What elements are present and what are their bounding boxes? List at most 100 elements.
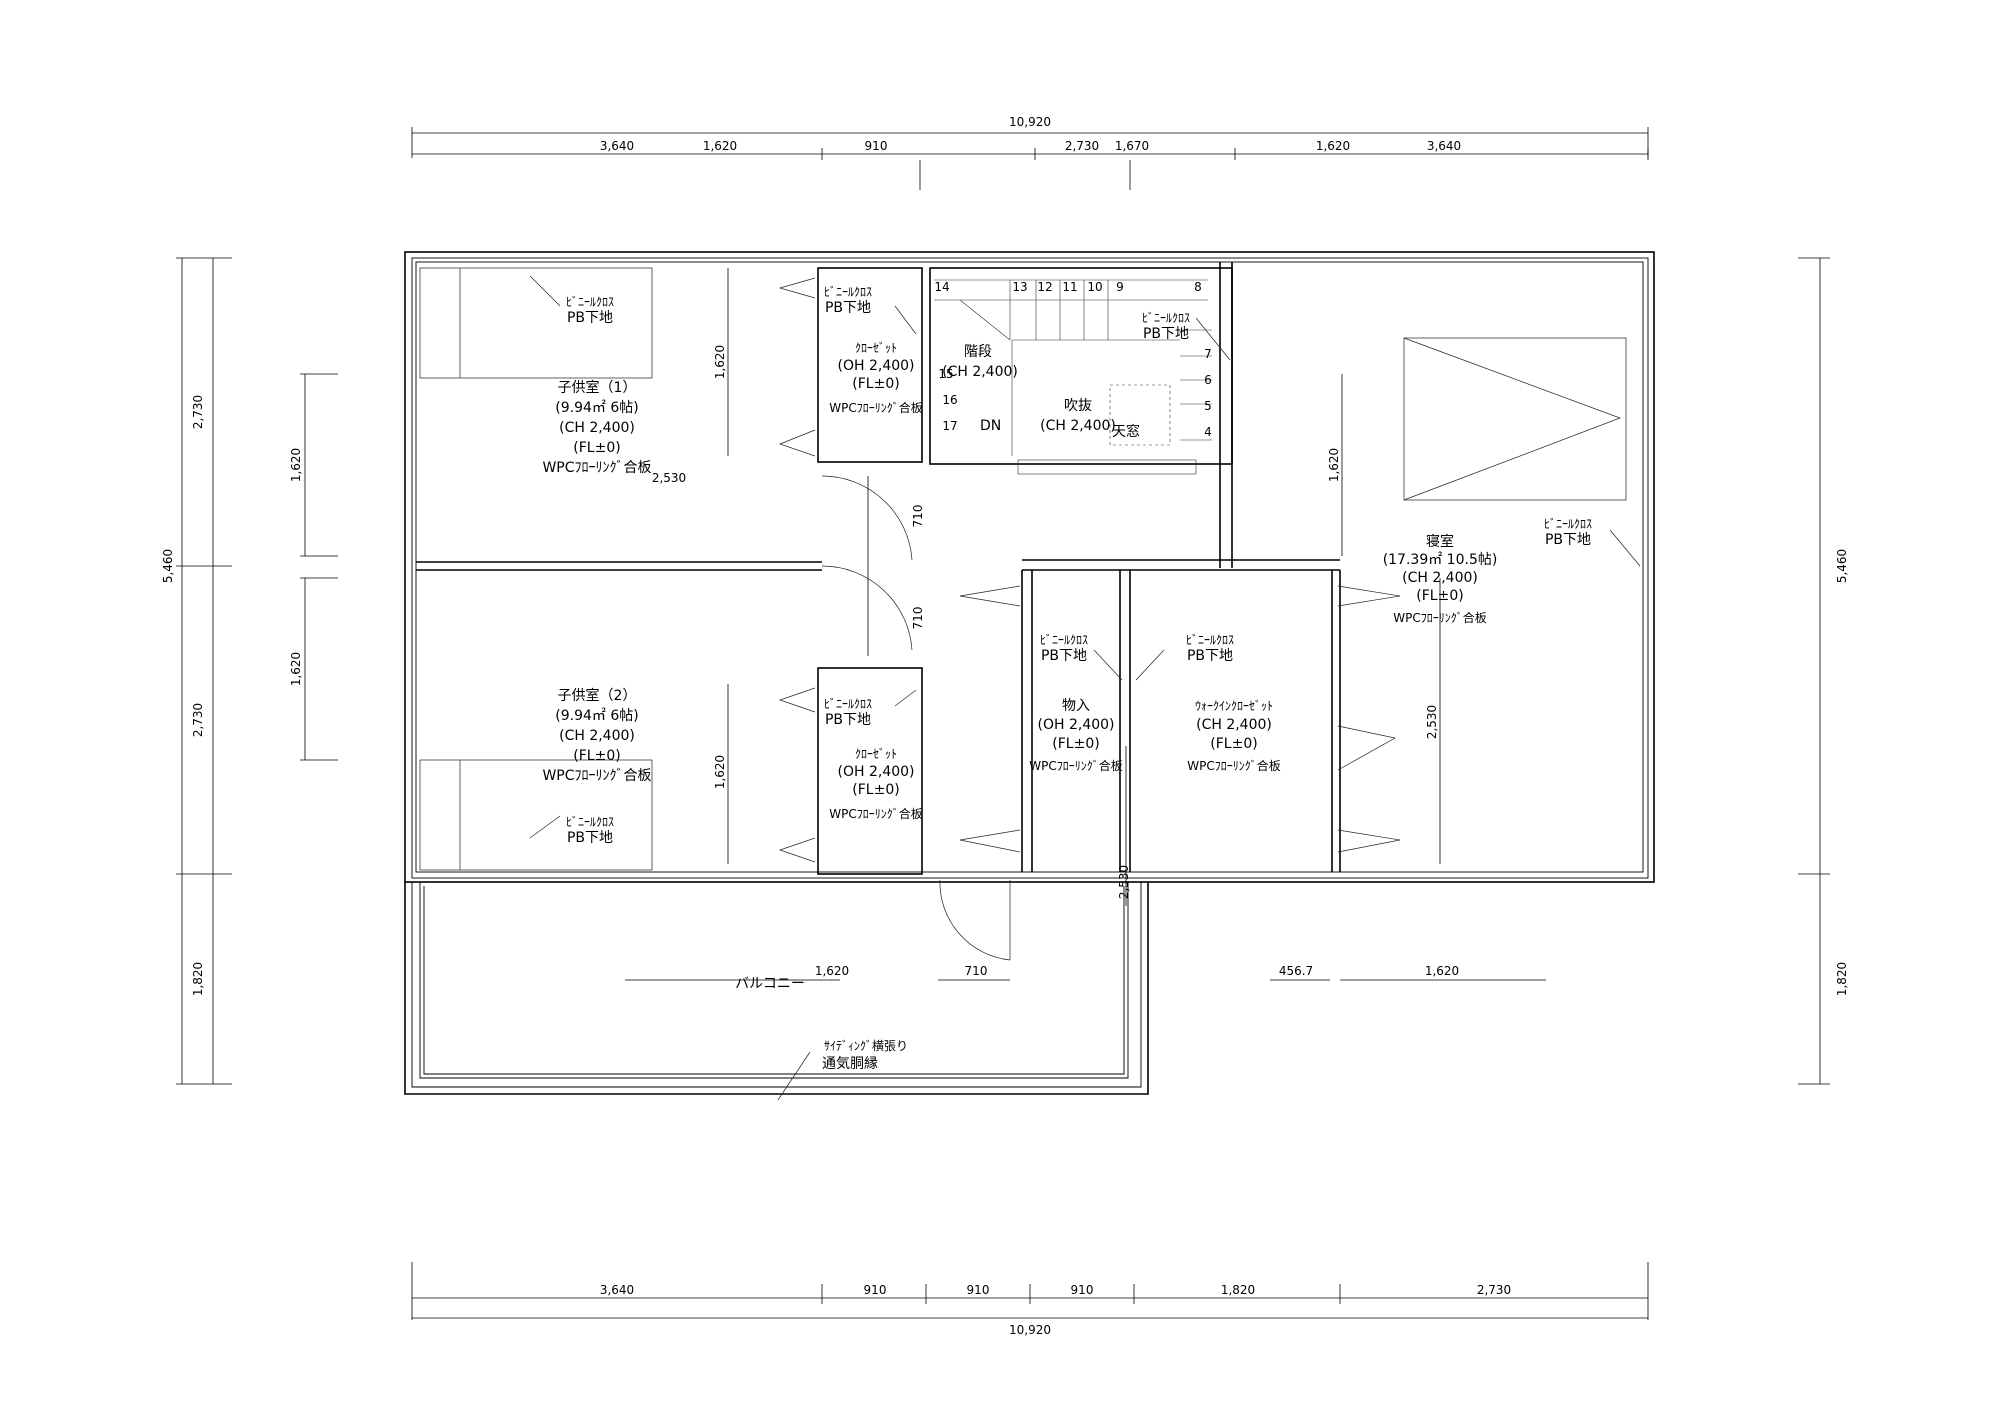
dim-left-inner-lower: 1,620 [289,652,303,686]
dim-bedroom-span-2: 2,530 [1425,705,1439,739]
interior-walls [416,262,1341,875]
dim-left-inner-upper: 1,620 [289,448,303,482]
stair-number: 9 [1116,280,1124,294]
dim-top-5: 1,670 [1115,139,1149,153]
room-void-name: 吹抜 [1064,398,1092,414]
dim-bottom-2: 910 [864,1283,887,1297]
stair-number: 4 [1204,425,1212,439]
dim-left-total: 5,460 [161,549,175,583]
room-balcony-name: バルコニー [735,976,805,992]
dim-closet-gap-1: 710 [911,505,925,528]
dim-balcony-c: 456.7 [1279,964,1313,978]
dim-top-7: 3,640 [1427,139,1461,153]
dim-top-total: 10,920 [1009,115,1051,129]
room-wic-name: ｳｫｰｸｲﾝｸﾛｰｾﾞｯﾄ [1195,699,1273,713]
finish-note-pb: PB下地 [567,830,613,846]
finish-note-vinyl: ﾋﾞﾆｰﾙｸﾛｽ [566,295,614,309]
finish-note-pb: PB下地 [1143,326,1189,342]
dim-room1-door: 1,620 [713,345,727,379]
finish-note-vinyl: ﾋﾞﾆｰﾙｸﾛｽ [1142,311,1190,325]
room-void-ch: (CH 2,400) [1040,418,1116,434]
dim-left-lower: 2,730 [191,703,205,737]
room-bedroom-floor: WPCﾌﾛｰﾘﾝｸﾞ合板 [1393,610,1486,625]
finish-note-vinyl: ﾋﾞﾆｰﾙｸﾛｽ [566,815,614,829]
room-child2-ch: (CH 2,400) [559,728,635,744]
room-storage-ch: (OH 2,400) [1038,717,1115,733]
balcony-outline [404,882,1149,1095]
room-stairs-ch: (CH 2,400) [942,364,1018,380]
room-closet1-floor: WPCﾌﾛｰﾘﾝｸﾞ合板 [829,400,922,415]
dim-bottom-4: 910 [1071,1283,1094,1297]
finish-note-pb: PB下地 [1041,648,1087,664]
finish-note-vinyl: ﾋﾞﾆｰﾙｸﾛｽ [824,285,872,299]
room-child1-name: 子供室（1） [558,379,637,396]
door-swings [778,277,1401,961]
dim-left-balcony: 1,820 [191,962,205,996]
top-dimension-lines [411,127,1649,190]
room-child2-floor: WPCﾌﾛｰﾘﾝｸﾞ合板 [542,768,651,784]
finish-note-pb: PB下地 [825,712,871,728]
dim-balcony-a: 1,620 [815,964,849,978]
interior-dimension-lines [625,268,1546,981]
room-child2-fl: (FL±0) [573,748,620,764]
dim-bottom-5: 1,820 [1221,1283,1255,1297]
dim-top-4: 2,730 [1065,139,1099,153]
finish-note-vinyl: ﾋﾞﾆｰﾙｸﾛｽ [1544,517,1592,531]
room-closet1-fl: (FL±0) [852,376,899,392]
dim-right-total: 5,460 [1835,549,1849,583]
stair-number: 17 [942,419,957,433]
room-child1-ch: (CH 2,400) [559,420,635,436]
room-child2-name: 子供室（2） [558,687,637,704]
stair-treads [934,279,1212,475]
dim-top-3: 910 [865,139,888,153]
dim-left-upper: 2,730 [191,395,205,429]
stair-number: 7 [1204,347,1212,361]
room-child1-floor: WPCﾌﾛｰﾘﾝｸﾞ合板 [542,460,651,476]
dim-closet-gap-2: 710 [911,607,925,630]
finish-note-pb: PB下地 [567,310,613,326]
finish-note-pb: PB下地 [1187,648,1233,664]
stair-number: 10 [1087,280,1102,294]
room-stairs-dn: DN [980,418,1001,434]
room-storage-floor: WPCﾌﾛｰﾘﾝｸﾞ合板 [1029,758,1122,773]
room-wic-ch: (CH 2,400) [1196,717,1272,733]
room-closet1-ch: (OH 2,400) [838,358,915,374]
skylight-outline [1109,384,1171,446]
room-void-skylight: 天窓 [1112,423,1140,440]
stair-number: 8 [1194,280,1202,294]
room-closet2-name: ｸﾛｰｾﾞｯﾄ [855,747,897,761]
dim-bottom-1: 3,640 [600,1283,634,1297]
stair-number: 13 [1012,280,1027,294]
room-bedroom-ch: (CH 2,400) [1402,570,1478,586]
room-bedroom-area: (17.39㎡ 10.5帖) [1383,552,1498,568]
stair-number: 11 [1062,280,1077,294]
leader-lines [529,275,1641,1101]
room-wic-floor: WPCﾌﾛｰﾘﾝｸﾞ合板 [1187,758,1280,773]
room-stairs-name: 階段 [964,344,992,360]
dim-corridor-span: 2,530 [652,471,686,485]
dim-bottom-6: 2,730 [1477,1283,1511,1297]
dim-top-2: 1,620 [703,139,737,153]
finish-note-vinyl: ﾋﾞﾆｰﾙｸﾛｽ [824,697,872,711]
right-dimension-lines [1798,257,1830,1085]
stair-number: 16 [942,393,957,407]
finish-note-pb: PB下地 [825,300,871,316]
stair-number: 6 [1204,373,1212,387]
dim-bottom-total: 10,920 [1009,1323,1051,1337]
room-closet2-ch: (OH 2,400) [838,764,915,780]
dim-storage-span: 2,530 [1117,865,1131,899]
room-child1-area: (9.94㎡ 6帖) [555,400,638,416]
stair-number: 12 [1037,280,1052,294]
left-dimension-lines [176,257,338,1085]
finish-note-vent: 通気胴縁 [822,1056,878,1072]
exterior-walls [404,251,1655,883]
room-bedroom-fl: (FL±0) [1416,588,1463,604]
finish-note-vinyl: ﾋﾞﾆｰﾙｸﾛｽ [1186,633,1234,647]
room-closet2-floor: WPCﾌﾛｰﾘﾝｸﾞ合板 [829,806,922,821]
room-bedroom-name: 寝室 [1426,533,1454,550]
room-child2-area: (9.94㎡ 6帖) [555,708,638,724]
finish-note-pb: PB下地 [1545,532,1591,548]
furniture-outlines [419,267,1627,871]
dim-top-1: 3,640 [600,139,634,153]
